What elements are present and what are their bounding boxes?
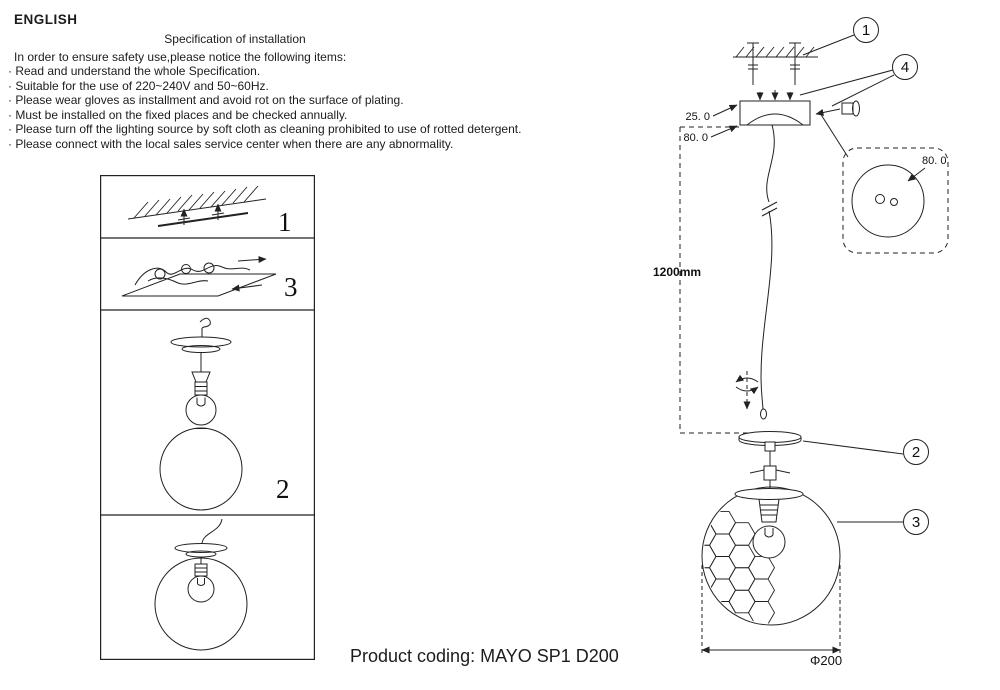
step-number: 2 [276,474,290,504]
dimension-label: 80. 0 [922,155,946,167]
callout-number: 4 [901,59,909,76]
safety-notes-list: · Read and understand the whole Specific… [8,64,521,152]
upper-disc-figure [738,431,802,452]
callout-number: 3 [912,514,920,531]
callout-2: 2 [802,439,929,465]
installation-steps-figure: 1 3 [100,175,315,660]
safety-note: · Please wear gloves as installment and … [8,93,404,108]
safety-note: · Please connect with the local sales se… [8,136,454,151]
dimension-label: 25. 0 [686,111,710,123]
canopy-figure [739,90,811,126]
language-label: ENGLISH [14,12,78,27]
cord-length-dimension: 1200mm [653,126,758,434]
callout-4: 4 [799,54,918,107]
intro-line: In order to ensure safety use,please not… [14,50,347,64]
dimension-label: Φ200 [810,653,842,665]
detail-inset: 80. 0 [819,112,949,254]
page-title: Specification of installation [164,32,306,46]
assembled-lamp-figure [154,518,248,651]
safety-note: · Read and understand the whole Specific… [8,64,261,78]
step-3-wiring-figure [121,256,277,297]
globe-diameter-dimension: Φ200 [701,565,842,665]
safety-note: · Please turn off the lighting source by… [8,122,522,137]
rotation-arrow [735,371,759,410]
dimension-label: 1200mm [653,265,701,279]
callout-number: 2 [912,444,920,461]
step-1-ceiling-figure [127,185,267,227]
strain-relief-figure [749,451,791,489]
technical-drawing: 1 4 25. 0 80. 0 1200mm [653,17,949,665]
safety-note: · Suitable for the use of 220~240V and 5… [8,78,269,93]
step-number: 3 [284,272,298,302]
dimension-label: 80. 0 [684,132,708,144]
callout-1: 1 [802,17,879,56]
socket-bulb-figure [752,498,786,559]
lower-disc-figure [734,488,804,500]
canopy-dimensions: 25. 0 80. 0 [684,104,738,144]
callout-3: 3 [837,509,929,535]
ceiling-bracket-figure [733,42,818,85]
product-coding: Product coding: MAYO SP1 D200 [350,646,619,666]
callout-number: 1 [862,22,870,39]
step-2-assembly-figure [159,317,243,511]
safety-note: · Must be installed on the fixed places … [8,107,348,122]
steps-frame [100,175,315,660]
cord-figure [760,124,778,420]
step-number: 1 [278,207,292,237]
